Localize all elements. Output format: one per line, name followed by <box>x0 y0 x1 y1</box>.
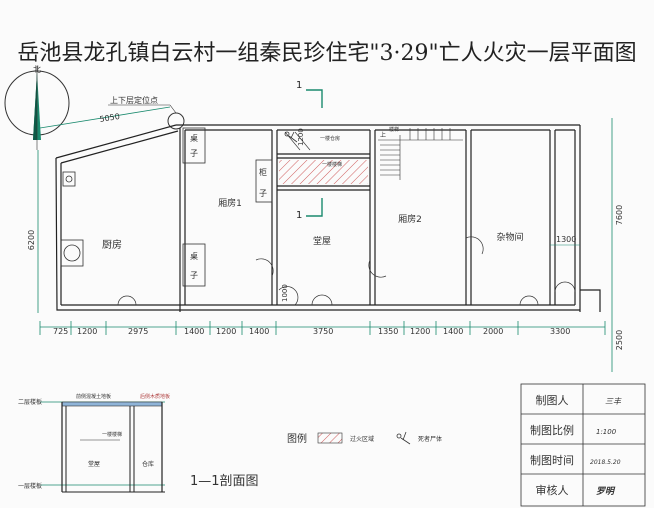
table-label-author: 制图人 <box>536 394 569 407</box>
dim-bottom-4: 1200 <box>216 327 236 336</box>
table-value-date: 2018.5.20 <box>590 459 621 466</box>
stairs <box>378 128 463 180</box>
table-value-reviewer: 罗明 <box>596 486 616 497</box>
section-lower-floor: 一层楼板 <box>18 482 42 490</box>
table-1: 桌 子 <box>182 127 206 164</box>
svg-text:桌: 桌 <box>190 133 198 143</box>
dim-bottom-0: 725 <box>53 327 68 336</box>
dim-bottom-11: 3300 <box>550 327 570 336</box>
cabinet: 柜 子 <box>255 159 273 203</box>
table-value-scale: 1:100 <box>596 428 617 436</box>
legend-title: 图例 <box>287 432 307 445</box>
dim-top: 5050 <box>99 112 121 124</box>
north-label: 北 <box>33 65 41 74</box>
building-walls <box>55 124 601 312</box>
section-rear-label: 后侧木质地板 <box>140 393 170 400</box>
svg-text:子: 子 <box>190 271 198 280</box>
victim-body-marker <box>284 131 298 143</box>
dim-right-top: 7600 <box>615 205 624 225</box>
dim-left: 6200 <box>27 230 36 250</box>
dim-bottom-7: 1350 <box>378 327 398 336</box>
section-store: 仓库 <box>142 460 154 468</box>
legend-body-label: 死者尸体 <box>418 435 442 443</box>
dim-bottom-10: 2000 <box>483 327 503 336</box>
stair-label-up: 上 <box>380 131 386 139</box>
table-value-author: 三丰 <box>605 397 622 406</box>
svg-text:子: 子 <box>259 189 267 198</box>
info-table <box>520 383 646 507</box>
table-label-reviewer: 审核人 <box>536 483 569 497</box>
section-stair-label: 一楼楼梯 <box>102 431 122 438</box>
origin-label: 上下层定位点 <box>110 95 158 105</box>
dim-bottom-3: 1400 <box>184 327 204 336</box>
dim-right-bottom: 2500 <box>615 330 624 350</box>
drawing-title: 岳池县龙孔镇白云村一组秦民珍住宅"3·29"亡人火灾一层平面图 <box>17 41 636 66</box>
section-mark <box>306 89 323 217</box>
dim-bottom-8: 1200 <box>410 327 430 336</box>
upper-stair <box>280 129 311 151</box>
table-2: 桌 子 <box>182 243 206 287</box>
room-kitchen: 厨房 <box>102 238 122 251</box>
dim-inner-1300: 1300 <box>556 235 576 244</box>
section-beam-label: 前侧混凝土地板 <box>76 393 111 400</box>
doors <box>117 236 576 306</box>
kitchen-stove <box>60 171 84 267</box>
table-label-date: 制图时间 <box>530 454 574 467</box>
section-title: 1—1剖面图 <box>190 474 259 489</box>
room-hall: 堂屋 <box>313 235 331 247</box>
section-drawing <box>40 401 165 493</box>
fire-area-hatch <box>279 160 368 184</box>
svg-text:子: 子 <box>190 149 198 158</box>
dim-bottom-9: 1400 <box>443 327 463 336</box>
dim-inner-1200: 1200 <box>297 128 305 146</box>
dim-bottom-1: 1200 <box>77 327 97 336</box>
stair-label-lower: 楼梯 <box>389 126 399 133</box>
dim-bottom-6: 3750 <box>313 327 333 336</box>
dim-bottom-2: 2975 <box>128 327 148 336</box>
dim-inner-1000: 1000 <box>281 284 289 302</box>
stair-label-slab: 一楼仓房 <box>320 135 340 142</box>
section-mark-bottom: 1 <box>296 210 302 221</box>
svg-text:柜: 柜 <box>259 167 267 177</box>
room-bedroom-2: 厢房2 <box>398 213 422 225</box>
room-bedroom-1: 厢房1 <box>218 197 242 209</box>
legend-fire-swatch <box>317 432 343 444</box>
north-arrow <box>4 66 70 150</box>
legend-body-icon <box>396 431 411 445</box>
dim-bottom-5: 1400 <box>249 327 269 336</box>
section-hall: 堂屋 <box>88 460 100 468</box>
legend-fire-label: 过火区域 <box>350 435 374 443</box>
section-upper-floor: 二层楼板 <box>18 398 42 406</box>
stair-label-stair: 一楼楼梯 <box>322 161 342 168</box>
table-label-scale: 制图比例 <box>530 423 574 437</box>
bottom-dim-ticks <box>39 321 606 335</box>
section-mark-top: 1 <box>296 80 302 91</box>
svg-text:桌: 桌 <box>190 251 198 261</box>
room-storage: 杂物间 <box>496 231 523 243</box>
bottom-dim-labels: 725 1200 2975 1400 1200 1400 3750 1350 1… <box>53 327 570 336</box>
